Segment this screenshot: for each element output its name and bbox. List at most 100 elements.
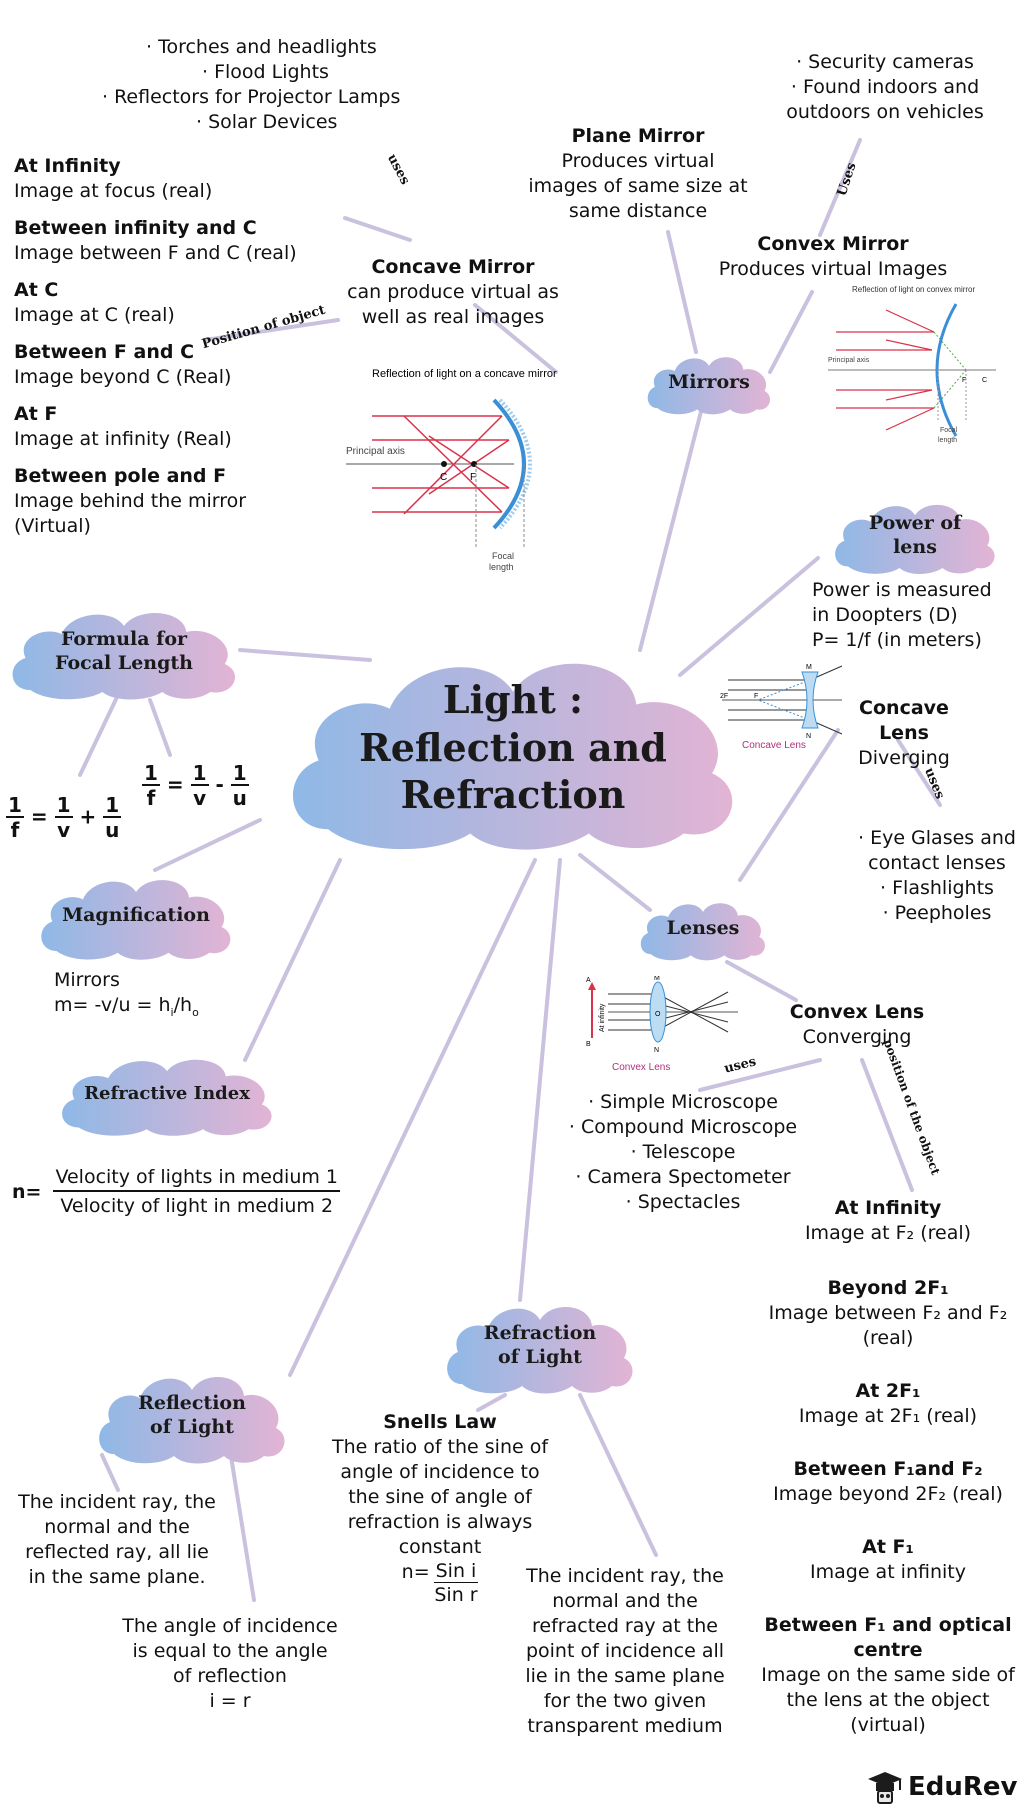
line-reflection-p2 [228, 1448, 256, 1602]
power-line-1: Power is measured [812, 579, 992, 601]
convex-position-image: Image beyond 2F₂ (real) [773, 1483, 1003, 1505]
convex-label-c: C [982, 377, 987, 384]
line-concave-lens-uses [896, 738, 942, 807]
convex-lens-use-3: · Telescope [630, 1141, 736, 1163]
center-title-line2: Reflection and [359, 724, 667, 770]
convex-position-item: Beyond 2F₁ Image between F₂ and F₂ (real… [756, 1276, 1020, 1351]
line-center-mirrors [638, 390, 708, 652]
line-refraction-snells [476, 1393, 507, 1412]
convex-mirror-title: Convex Mirror [757, 233, 909, 255]
refraction-text-line-7: transparent medium [527, 1715, 723, 1737]
line-lenses-concave-lens [738, 728, 840, 882]
convex-lens-diagram: A B At infinity M N O Convex Lens [586, 976, 738, 1073]
concave-lens-use-2: contact lenses [868, 852, 1006, 874]
reflection-cloud: Reflection of Light [92, 1366, 292, 1466]
convex-figure-axis-label: Principal axis [828, 357, 870, 364]
convex-lens-title: Convex Lens [789, 1001, 925, 1023]
line-reflection-p1 [100, 1453, 120, 1492]
formula1-op: + [79, 804, 97, 829]
convex-mirror-use-3: outdoors on vehicles [786, 101, 984, 123]
formula-cloud: Formula for Focal Length [4, 602, 244, 702]
convex-label-f: F [962, 377, 966, 384]
convex-lens-positions-list: At Infinity Image at F₂ (real) Beyond 2F… [756, 1196, 1020, 1738]
concave-mirror-title: Concave Mirror [371, 256, 535, 278]
concave-position-image: Image beyond C (Real) [14, 366, 232, 388]
convex-position-label: At Infinity [834, 1197, 942, 1219]
convex-lens-use-4: · Camera Spectometer [575, 1166, 791, 1188]
reflection-label-line1: Reflection [138, 1392, 246, 1415]
concave-incident-rays [372, 415, 510, 515]
line-position-object [203, 318, 340, 342]
convex-position-label: Between F₁ and optical centre [764, 1614, 1012, 1661]
concave-position-label: At Infinity [14, 155, 121, 177]
focal-label-1: Focal [492, 551, 514, 561]
snells-title: Snells Law [383, 1411, 497, 1433]
snells-numerator: Sin i [433, 1560, 479, 1583]
concave-lens-node: Concave Lens Diverging [834, 696, 974, 771]
cloud-shape [835, 504, 995, 574]
formula1-a-num: 1 [54, 793, 73, 818]
convex-position-label: At F₁ [862, 1536, 914, 1558]
concave-mirror-diagram: Reflection of light on a concave mirror … [346, 368, 557, 572]
concave-use-2: · Flood Lights [202, 61, 329, 83]
plane-mirror-node: Plane Mirror Produces virtual images of … [508, 124, 768, 224]
formula2-a-den: v [193, 786, 207, 810]
convex-focal-2: length [938, 437, 957, 444]
concave-position-image: Image at C (real) [14, 304, 175, 326]
concave-position-item: Between pole and F Image behind the mirr… [14, 464, 304, 539]
concave-position-image: Image between F and C (real) [14, 242, 297, 264]
formula-label-line2: Focal Length [55, 652, 193, 674]
graduate-cap-icon [868, 1772, 902, 1804]
concave-position-image: Image behind the mirror [14, 490, 247, 512]
convex-position-image: Image at 2F₁ (real) [798, 1405, 978, 1427]
convex-lens-rays [608, 991, 729, 1033]
concave-position-image: Image at focus (real) [14, 180, 213, 202]
snells-line-1: The ratio of the sine of [331, 1436, 549, 1458]
convex-lens-use-5: · Spectacles [625, 1191, 741, 1213]
reflection-p2-line-2: is equal to the angle [132, 1640, 328, 1662]
edurev-logo[interactable]: EduRev [866, 1770, 1017, 1804]
magnification-label: Magnification [62, 904, 210, 927]
snells-line-5: constant [398, 1536, 482, 1558]
lenses-cloud: Lenses [636, 896, 770, 962]
cloud-shape [447, 1307, 633, 1394]
formula1-b-num: 1 [103, 793, 122, 818]
reflection-p1-line-4: in the same plane. [28, 1566, 206, 1588]
line-refraction-text [578, 1393, 658, 1557]
convex-lens-use-2: · Compound Microscope [568, 1116, 798, 1138]
line-center-refractive [243, 858, 342, 1062]
formula2-lhs-den: f [146, 786, 156, 810]
convex-lens-n: N [654, 1047, 659, 1054]
convex-mirror-diagram: Reflection of light on convex mirror Pri… [828, 285, 996, 444]
power-of-lens-cloud: Power of lens [829, 496, 1001, 576]
refraction-plane-statement: The incident ray, the normal and the ref… [512, 1564, 738, 1739]
concave-lens-title: Concave Lens [859, 697, 949, 744]
refraction-text-line-4: point of incidence all [525, 1640, 725, 1662]
convex-position-image: Image at infinity [810, 1561, 966, 1583]
line-mirrors-convex [768, 290, 814, 374]
center-topic-cloud: Light : Reflection and Refraction [276, 640, 750, 855]
convex-lens-b: B [586, 1041, 591, 1048]
cloud-shape [12, 613, 236, 700]
mirrors-label: Mirrors [668, 371, 750, 394]
cloud-shape [640, 903, 765, 961]
convex-lens-side-label: At infinity [599, 1003, 606, 1032]
refraction-text-line-1: The incident ray, the [526, 1565, 724, 1587]
plane-mirror-line-1: Produces virtual [561, 150, 715, 172]
power-label-line2: lens [893, 536, 937, 558]
magnification-line-1: Mirrors [54, 969, 120, 991]
power-of-lens-text: Power is measured in Doopters (D) P= 1/f… [812, 578, 1012, 653]
concave-lens-desc: Diverging [858, 747, 950, 769]
line-center-magnification [153, 818, 262, 872]
refraction-label-line2: of Light [498, 1346, 582, 1368]
refraction-text-line-6: for the two given [543, 1690, 707, 1712]
concave-lens-m: M [806, 664, 812, 671]
formula2-op: - [215, 772, 224, 797]
refractive-denominator: Velocity of light in medium 2 [60, 1195, 334, 1217]
refractive-index-label: Refractive Index [84, 1082, 250, 1104]
magnification-line-2: m= -v/u = hi/ho [54, 993, 199, 1025]
cloud-shape [647, 357, 771, 415]
